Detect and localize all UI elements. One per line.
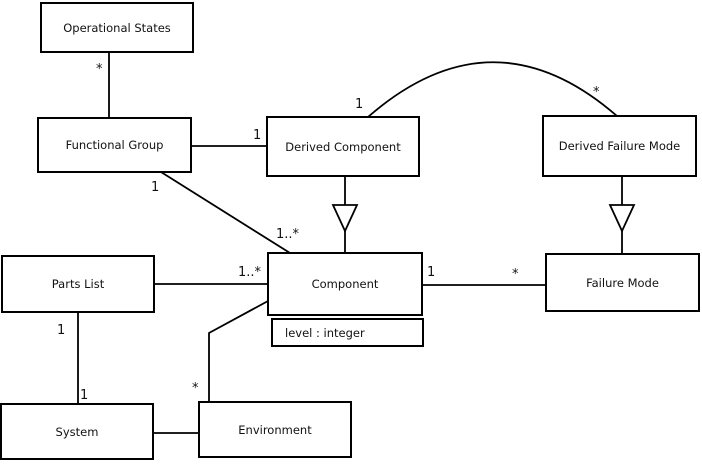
multiplicity-label: 1 (57, 323, 65, 338)
class-derived-failure-mode: Derived Failure Mode (542, 115, 697, 177)
class-environment: Environment (198, 401, 352, 458)
multiplicity-label: * (512, 267, 519, 282)
multiplicity-label: * (96, 62, 103, 77)
multiplicity-label: 1 (355, 97, 363, 112)
multiplicity-label: 1 (151, 180, 159, 195)
multiplicity-label: 1..* (276, 227, 300, 242)
class-functional-group: Functional Group (37, 117, 192, 173)
class-system: System (0, 403, 154, 460)
multiplicity-label: 1..* (238, 265, 262, 280)
multiplicity-label: 1 (427, 265, 435, 280)
class-parts-list: Parts List (1, 255, 155, 313)
multiplicity-label: * (192, 381, 199, 396)
generalization-arrow-icon (331, 204, 359, 234)
multiplicity-label: 1 (80, 388, 88, 403)
multiplicity-label: 1 (253, 128, 261, 143)
class-component-attribute: level : integer (271, 318, 424, 347)
multiplicity-label: * (593, 85, 600, 100)
class-derived-component: Derived Component (266, 116, 420, 177)
edge-component-environment (208, 300, 269, 402)
edge-derived-component-derived-failure-mode-arc (367, 61, 618, 118)
edge-functional-group-component (160, 171, 291, 254)
class-operational-states: Operational States (40, 2, 194, 53)
class-component: Component (267, 252, 423, 316)
generalization-arrow-icon (608, 204, 636, 234)
class-failure-mode: Failure Mode (545, 253, 700, 312)
